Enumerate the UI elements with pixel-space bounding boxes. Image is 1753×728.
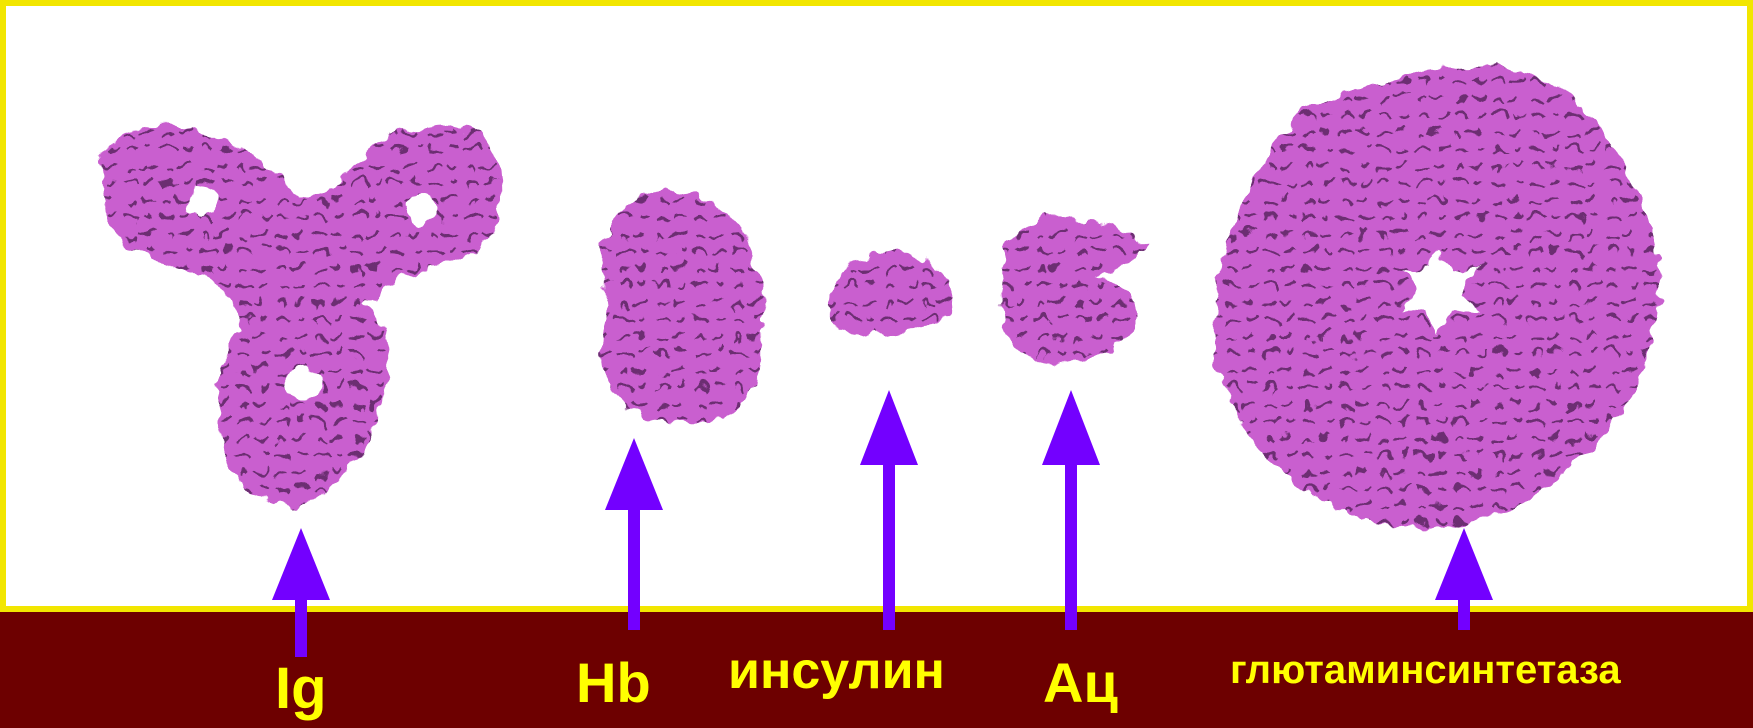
label-hb: Hb (576, 655, 651, 711)
arrow-ig (272, 528, 330, 657)
label-glutamine-synthetase: глютаминсинтетаза (1230, 650, 1621, 690)
label-insulin: инсулин (728, 645, 945, 697)
arrow-hb (605, 438, 663, 630)
label-ig: Ig (275, 660, 327, 718)
arrow-ac (1042, 390, 1100, 630)
label-ac: Ац (1043, 655, 1118, 711)
arrow-glutamine-synthetase (1435, 528, 1493, 630)
arrow-insulin (860, 390, 918, 630)
